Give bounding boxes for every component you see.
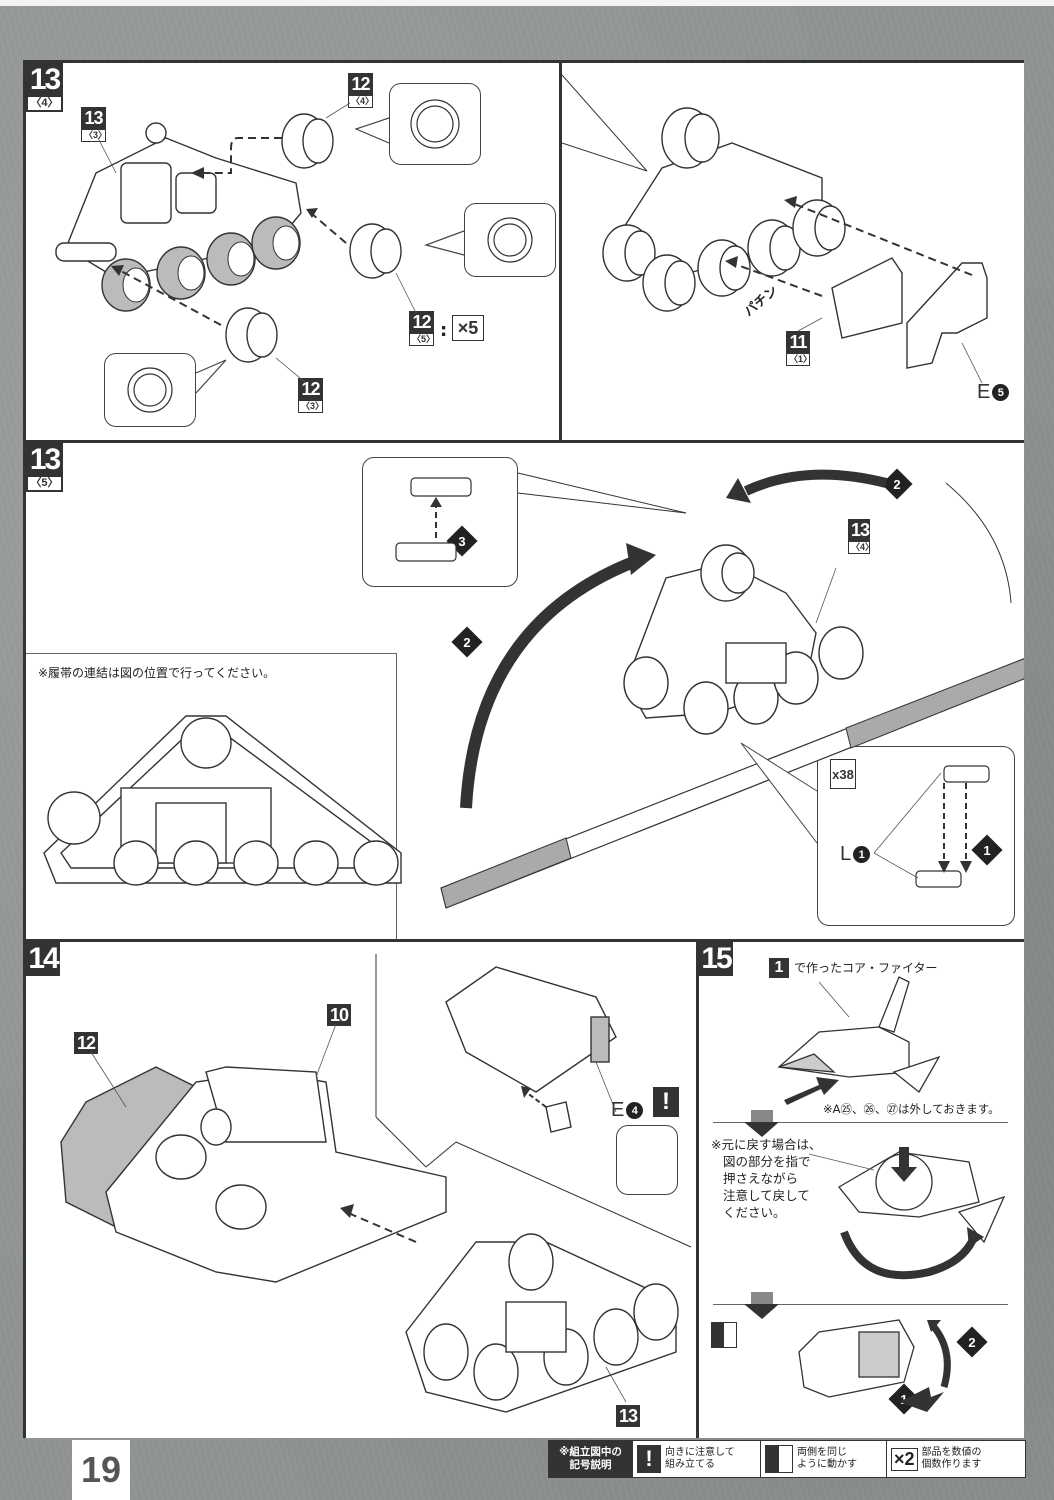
step-13-4-right-panel: 11 〈1〉 E 5 パチン xyxy=(562,63,1024,440)
track-connection-note: ※履帯の連結は図の位置で行ってください。 xyxy=(38,666,276,680)
runner-label: L 1 xyxy=(840,843,871,866)
runner-label: E 4 xyxy=(611,1099,644,1122)
legend-item-multiplier: ×2 部品を数値の 個数作ります xyxy=(887,1441,1025,1477)
track-assembly-illustration xyxy=(43,469,1024,909)
divider xyxy=(713,1122,1008,1123)
exclamation-icon: ! xyxy=(637,1445,661,1473)
colon: : xyxy=(440,320,448,341)
part-label: 12 〈3〉 xyxy=(298,378,324,413)
step-badge: 14 xyxy=(26,942,60,976)
part-label: 13 〈3〉 xyxy=(81,107,107,142)
page-number: 19 xyxy=(72,1440,130,1500)
instruction-sheet: 13 〈4〉 13 〈3〉 12 〈4〉 12 〈5〉 : ×5 12 〈3〉 xyxy=(23,60,1024,1438)
step-13-4-panel: 13 〈4〉 13 〈3〉 12 〈4〉 12 〈5〉 : ×5 12 〈3〉 xyxy=(26,63,559,440)
both-sides-icon xyxy=(711,1322,737,1348)
part-label: 12 xyxy=(74,1032,98,1054)
top-margin xyxy=(0,0,1054,6)
multiplier-icon: ×2 xyxy=(891,1447,918,1471)
both-sides-icon xyxy=(765,1445,793,1473)
reference-step-badge: 1 xyxy=(769,958,789,978)
core-fighter-reference: で作ったコア・ファイター xyxy=(794,961,938,975)
caution-icon: ! xyxy=(653,1087,679,1117)
part-label: 10 xyxy=(327,1004,351,1026)
step-14-panel: 14 12 10 13 E 4 ! xyxy=(26,942,696,1438)
step-badge: 15 xyxy=(699,942,733,976)
part-shape-callout xyxy=(616,1125,678,1195)
divider xyxy=(713,1304,1008,1305)
part-label: 11 〈1〉 xyxy=(786,331,812,366)
part-label: 13 xyxy=(616,1405,640,1427)
step-badge: 13 〈5〉 xyxy=(26,443,63,492)
runner-label: E 5 xyxy=(977,381,1010,404)
body-track-illustration xyxy=(60,954,692,1413)
divider xyxy=(559,63,562,440)
symbol-legend: ※組立図中の 記号説明 ! 向きに注意して 組み立てる 両側を同じ ように動かす… xyxy=(548,1440,1026,1478)
step-13-5-panel: 13 〈5〉 ※履帯の連結は図の位置で行ってください。 13 〈4〉 2 2 3… xyxy=(26,443,1024,939)
chassis-assembled-illustration xyxy=(562,74,988,384)
step-badge: 13 〈4〉 xyxy=(26,63,63,112)
divider xyxy=(396,653,397,939)
remove-parts-note: ※A㉕、㉖、㉗は外しておきます。 xyxy=(823,1102,1000,1116)
multiplier-badge: x38 xyxy=(830,759,856,789)
legend-heading: ※組立図中の 記号説明 xyxy=(549,1441,633,1477)
divider xyxy=(26,653,396,654)
divider xyxy=(696,942,699,1438)
chassis-wheel-illustration xyxy=(55,99,533,413)
restore-note: ※元に戻す場合は、 図の部分を指で 押さえながら 注意して戻して ください。 xyxy=(711,1137,822,1220)
part-label: 12 〈4〉 xyxy=(348,73,374,108)
part-label: 12 〈5〉 xyxy=(409,311,435,346)
step-15-panel: 15 1 で作ったコア・ファイター ※A㉕、㉖、㉗は外しておきます。 ※元に戻す… xyxy=(699,942,1024,1438)
core-fighter-illustration xyxy=(744,976,1006,1412)
legend-item-caution: ! 向きに注意して 組み立てる xyxy=(633,1441,761,1477)
part-label: 13 〈4〉 xyxy=(848,519,874,554)
divider xyxy=(26,939,1024,942)
multiplier-badge: ×5 xyxy=(452,315,484,341)
divider xyxy=(26,440,1024,443)
legend-item-both-sides: 両側を同じ ように動かす xyxy=(761,1441,887,1477)
